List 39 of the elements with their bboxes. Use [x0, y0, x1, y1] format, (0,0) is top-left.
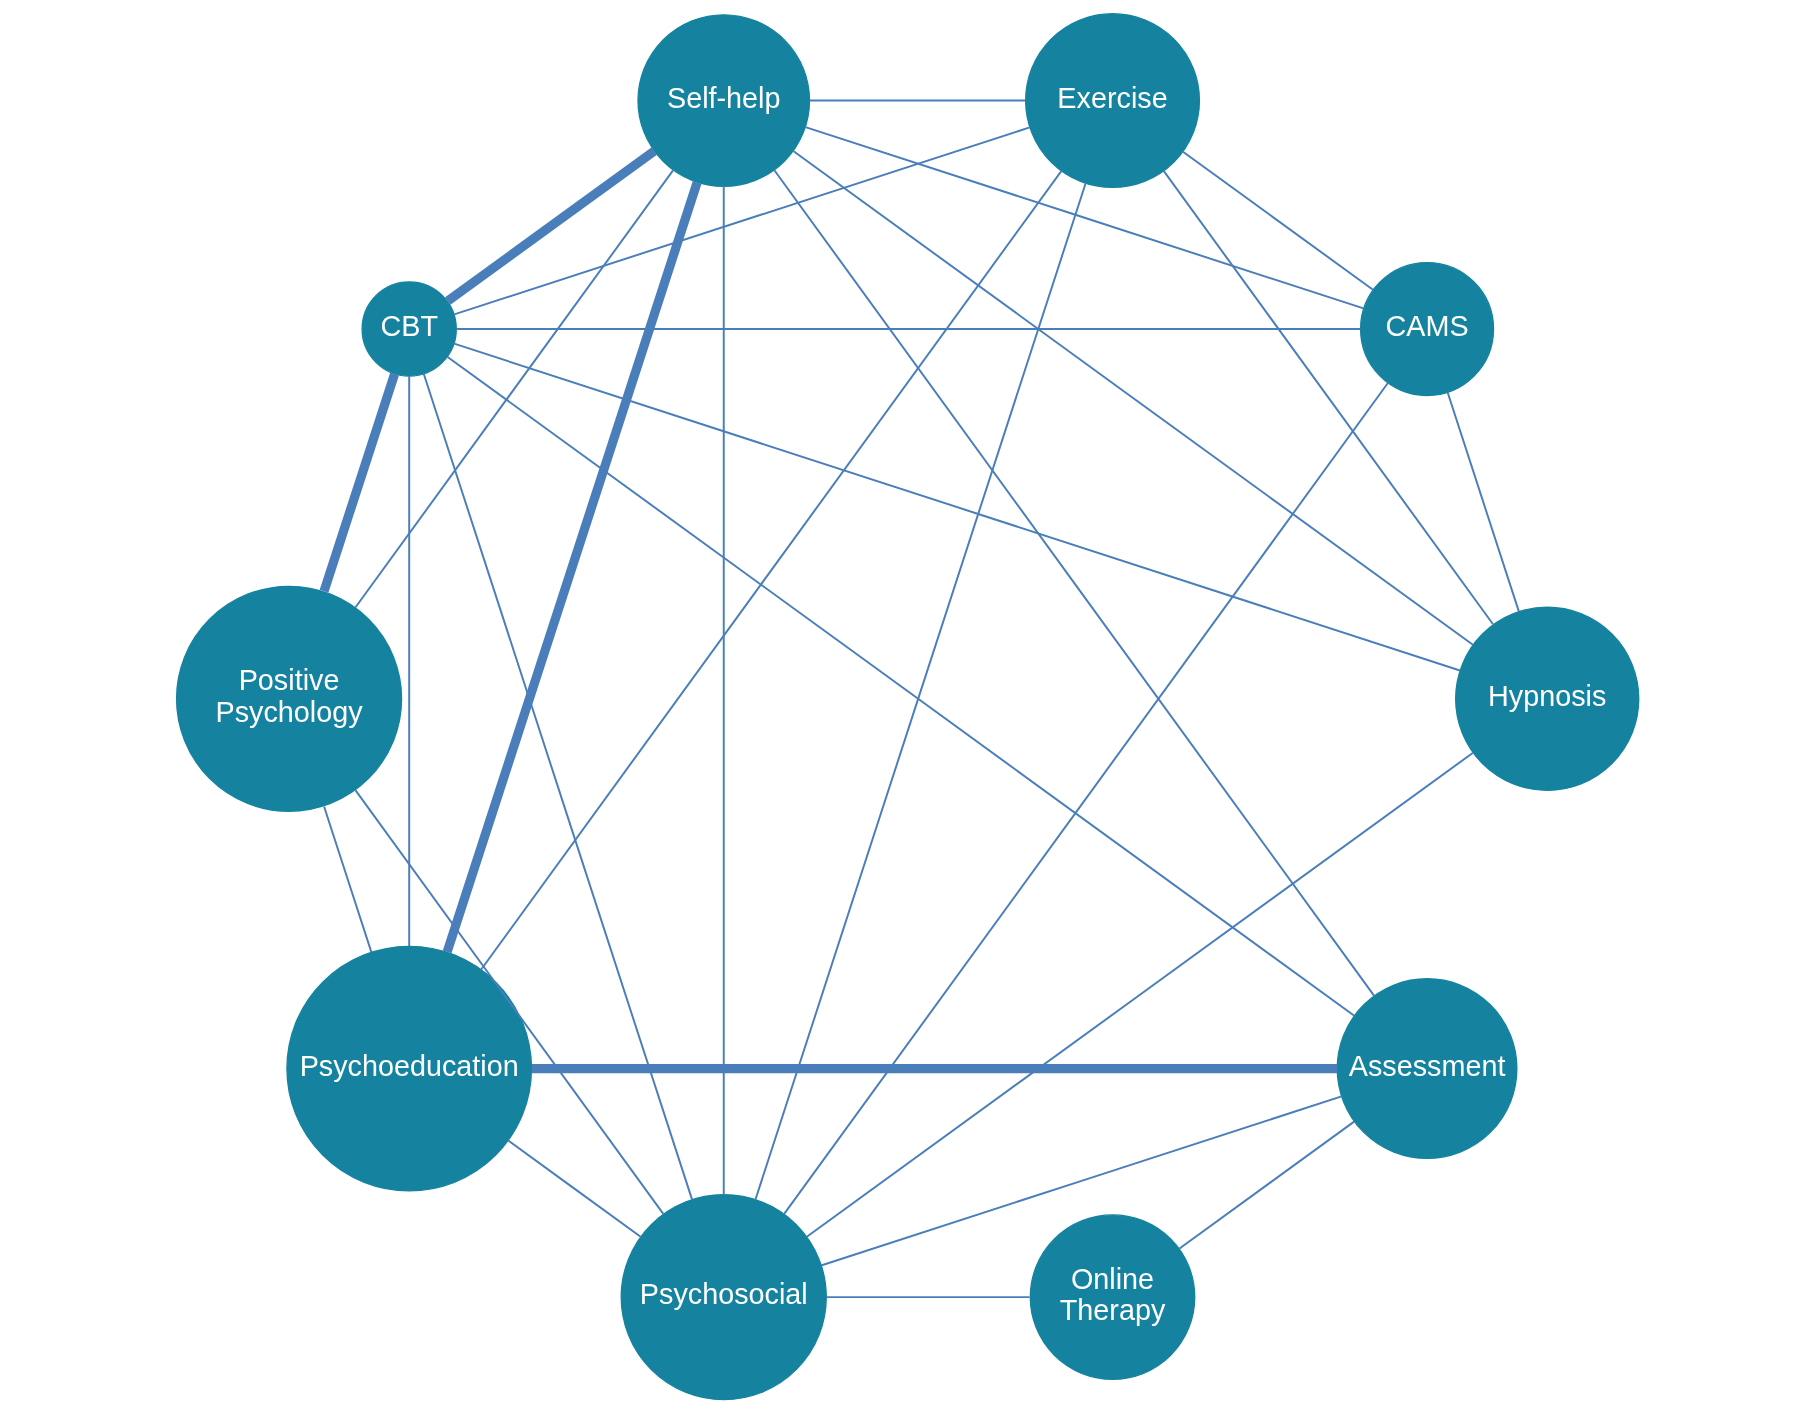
node-circle: Online Therapy: [1029, 1214, 1196, 1380]
connector: [1182, 150, 1374, 291]
connector: [422, 373, 693, 1201]
connector: [1162, 169, 1494, 626]
connector: [808, 99, 1027, 102]
node-circle: Psychosocial: [620, 1193, 827, 1401]
connector: [1446, 391, 1520, 613]
connector: [480, 170, 1063, 971]
connector: [792, 150, 1474, 646]
connector: [445, 147, 658, 305]
connector: [453, 342, 1461, 672]
node-circle: CAMS: [1359, 261, 1495, 397]
node-circle: Self-help: [637, 14, 811, 187]
node-circle: Exercise: [1024, 13, 1201, 189]
connector: [323, 805, 373, 954]
connector: [783, 382, 1389, 1216]
connector: [354, 789, 665, 1215]
connector: [442, 181, 702, 954]
connector: [754, 182, 1087, 1201]
connector: [453, 126, 1031, 316]
connector: [354, 169, 674, 609]
connector: [446, 356, 1356, 1017]
connector: [805, 751, 1474, 1238]
connector: [408, 375, 411, 948]
connector: [722, 185, 725, 1196]
node-circle: Assessment: [1336, 978, 1518, 1160]
connector: [507, 1139, 642, 1238]
connector: [319, 372, 399, 593]
connector: [804, 126, 1365, 310]
node-circle: Psychoeducation: [286, 945, 533, 1192]
connector: [532, 1064, 1338, 1074]
node-circle: Hypnosis: [1455, 606, 1640, 792]
node-circle: CBT: [361, 281, 457, 377]
node-circle: Positive Psychology: [175, 585, 403, 812]
connector: [773, 169, 1376, 997]
connector: [455, 328, 1362, 331]
connector: [820, 1095, 1343, 1267]
connector: [1178, 1120, 1356, 1250]
connector: [825, 1296, 1031, 1299]
